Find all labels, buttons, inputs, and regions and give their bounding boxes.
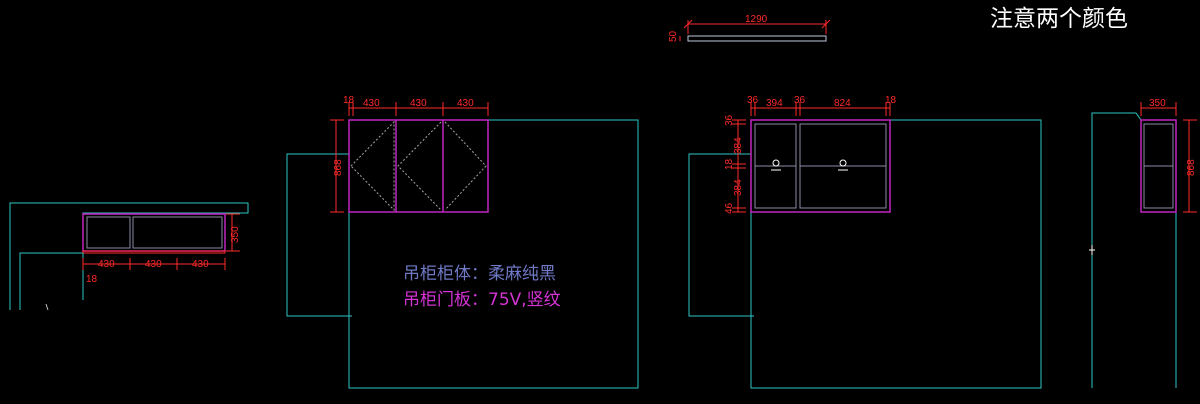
dim-plan-w3: 430 [192, 259, 209, 270]
dim-int-s2: 36 [794, 95, 806, 106]
side-elevation: 350 868 [1089, 98, 1197, 388]
dim-front-height: 868 [333, 159, 344, 176]
dim-int-w2: 824 [834, 98, 851, 109]
dim-side-width: 350 [1149, 98, 1166, 109]
dim-int-s1: 36 [747, 95, 759, 106]
dim-int-s3: 18 [885, 95, 897, 106]
note-cabinet-body: 吊柜柜体：柔麻纯黑 [403, 264, 556, 284]
dim-front-w3: 430 [457, 98, 474, 109]
dim-plan-depth: 350 [230, 226, 241, 243]
dim-panel-thickness: 50 [668, 30, 679, 42]
dim-int-v1: 36 [724, 114, 735, 126]
title-note: 注意两个颜色 [990, 6, 1128, 32]
dim-panel-length: 1290 [745, 14, 768, 25]
dim-front-w2: 430 [410, 98, 427, 109]
interior-elevation: 36 394 36 824 18 36 384 18 384 46 [688, 95, 1042, 389]
panel-drawing: 1290 50 [668, 14, 831, 42]
dim-plan-w2: 430 [145, 259, 162, 270]
dim-side-height: 868 [1186, 159, 1197, 176]
dim-int-v4: 384 [733, 179, 744, 196]
dim-front-side: 18 [343, 95, 355, 106]
plan-view: 430 430 430 18 350 [9, 202, 249, 311]
dim-int-v5: 46 [724, 202, 735, 214]
dim-plan-side: 18 [86, 274, 98, 285]
front-elevation: 18 430 430 430 868 [286, 95, 639, 389]
dim-int-v2: 384 [733, 137, 744, 154]
dim-int-v3: 18 [724, 158, 735, 170]
dim-int-w1: 394 [766, 98, 783, 109]
dim-plan-w1: 430 [98, 259, 115, 270]
dim-front-w1: 430 [363, 98, 380, 109]
note-cabinet-door: 吊柜门板：75V,竖纹 [403, 290, 561, 310]
